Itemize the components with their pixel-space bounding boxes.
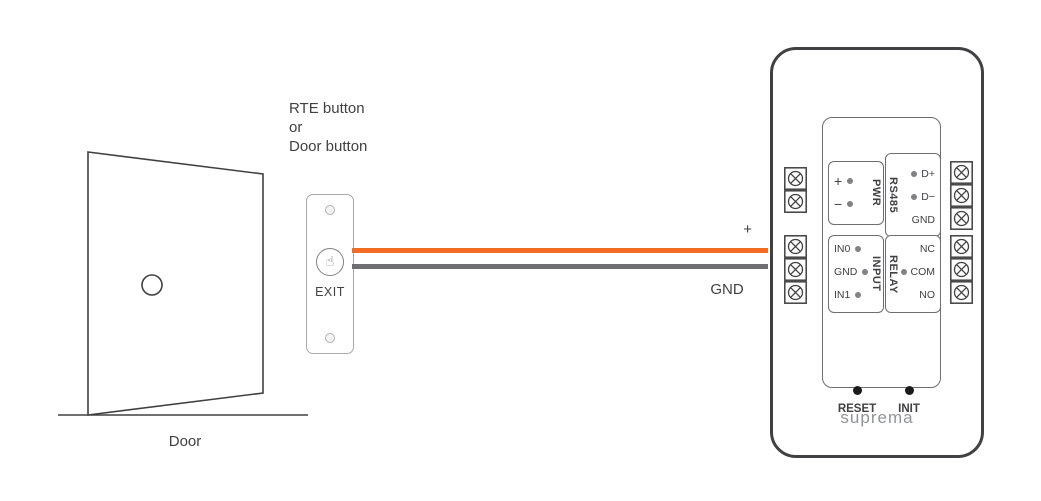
- brand-logo: suprema: [840, 408, 914, 427]
- door-panel-outline: [87, 151, 264, 416]
- terminal-screw-column-pwr: [784, 167, 807, 213]
- terminal-row: −: [829, 192, 869, 215]
- device-body: + − PWR RS485 D+: [770, 47, 984, 458]
- block-input: IN0 GND IN1 INPUT: [828, 235, 884, 313]
- plate-screw-icon: [325, 333, 335, 343]
- terminal-label: NC: [919, 242, 935, 255]
- door-label: Door: [168, 433, 202, 450]
- terminal-row: IN0: [829, 237, 869, 260]
- door-figure: [58, 151, 308, 416]
- block-name-vertical: INPUT: [870, 256, 882, 292]
- terminal-row: GND: [829, 260, 869, 283]
- wire-ground-label: GND: [710, 281, 744, 298]
- screw-terminal-icon: [784, 258, 807, 281]
- terminal-label: IN1: [834, 288, 851, 301]
- terminal-label: COM: [910, 265, 936, 278]
- terminal-screw-column-rs485: [950, 161, 973, 230]
- pin-dot-icon: [900, 268, 907, 275]
- rte-label-line2: or: [289, 119, 303, 136]
- wire-ground: [352, 264, 768, 269]
- screw-terminal-icon: [950, 184, 973, 207]
- pin-dot-icon: [855, 291, 862, 298]
- terminal-label: GND: [834, 265, 858, 278]
- terminal-label: −: [834, 195, 843, 212]
- terminal-row: NO: [900, 283, 940, 306]
- screw-terminal-icon: [950, 161, 973, 184]
- rte-label-line3: Door button: [289, 138, 368, 155]
- terminal-row: D−: [900, 185, 940, 208]
- screw-terminal-icon: [784, 281, 807, 304]
- device-inner-panel: + − PWR RS485 D+: [822, 117, 941, 415]
- screw-terminal-icon: [950, 235, 973, 258]
- screw-terminal-icon: [950, 281, 973, 304]
- hand-press-icon: ☝: [325, 254, 335, 270]
- screw-terminal-icon: [784, 167, 807, 190]
- terminal-row: +: [829, 169, 869, 192]
- terminal-label: +: [834, 172, 843, 189]
- block-name-vertical: PWR: [870, 179, 882, 207]
- init-button-dot: [905, 386, 914, 395]
- wire-positive-label: +: [743, 221, 752, 238]
- screw-terminal-icon: [950, 207, 973, 230]
- terminal-label: D+: [921, 167, 935, 180]
- screw-terminal-icon: [784, 190, 807, 213]
- pin-dot-icon: [911, 170, 918, 177]
- terminal-row: NC: [900, 237, 940, 260]
- terminal-label: D−: [921, 190, 935, 203]
- pin-dot-icon: [862, 268, 869, 275]
- block-name-vertical: RS485: [887, 176, 899, 214]
- terminal-row: IN1: [829, 283, 869, 306]
- pin-dot-icon: [855, 245, 862, 252]
- pin-dot-icon: [847, 177, 854, 184]
- reset-label: RESET: [837, 403, 877, 415]
- init-label: INIT: [898, 403, 920, 415]
- wire-positive: [352, 248, 768, 253]
- pin-dot-icon: [847, 200, 854, 207]
- terminal-row: D+: [900, 162, 940, 185]
- block-name-vertical: RELAY: [887, 254, 899, 294]
- rte-button-label: RTE button or Door button: [289, 99, 367, 156]
- block-relay: RELAY NC COM NO: [885, 235, 941, 313]
- terminal-screw-column-relay: [950, 235, 973, 304]
- reset-button-dot: [853, 386, 862, 395]
- pin-dot-icon: [911, 193, 918, 200]
- screw-terminal-icon: [784, 235, 807, 258]
- block-rs485: RS485 D+ D− GND: [885, 153, 941, 237]
- terminal-label: GND: [911, 213, 935, 226]
- terminal-label: NO: [919, 288, 935, 301]
- rte-label-line1: RTE button: [289, 100, 365, 117]
- terminal-screw-column-input: [784, 235, 807, 304]
- block-pwr: + − PWR: [828, 161, 884, 225]
- exit-button-plate: ☝ EXIT: [306, 194, 354, 354]
- exit-label: EXIT: [315, 285, 345, 299]
- door-knob-icon: [141, 274, 163, 296]
- screw-terminal-icon: [950, 258, 973, 281]
- exit-push-button: ☝: [316, 248, 344, 276]
- terminal-label: IN0: [834, 242, 851, 255]
- terminal-row: GND: [900, 208, 940, 231]
- plate-screw-icon: [325, 205, 335, 215]
- terminal-row: COM: [900, 260, 940, 283]
